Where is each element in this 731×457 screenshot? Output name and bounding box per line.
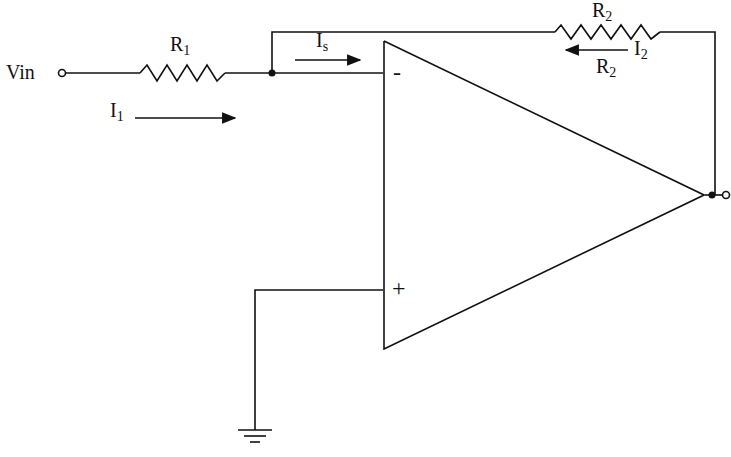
wire bbox=[660, 32, 715, 195]
junction-dot bbox=[709, 192, 716, 199]
current-arrow bbox=[135, 117, 235, 119]
component-label: R2 bbox=[592, 0, 612, 24]
resistor-symbol bbox=[555, 25, 660, 39]
component-label: R2 bbox=[596, 56, 616, 80]
ground-symbol bbox=[244, 435, 266, 437]
resistor-symbol bbox=[140, 65, 225, 81]
component-label: I2 bbox=[634, 38, 648, 62]
component-label: Vin bbox=[6, 62, 35, 82]
wire bbox=[66, 72, 141, 74]
ground-symbol bbox=[250, 441, 260, 443]
component-label: I1 bbox=[110, 100, 124, 124]
component-label: Is bbox=[316, 30, 328, 54]
ground-symbol bbox=[238, 429, 272, 431]
current-arrow bbox=[295, 59, 360, 61]
op-amp-triangle bbox=[383, 40, 705, 350]
input-sign: + bbox=[392, 276, 406, 300]
op-amp: -+ bbox=[383, 40, 705, 350]
wire bbox=[225, 72, 383, 74]
wire bbox=[255, 290, 383, 430]
output-terminal bbox=[723, 192, 730, 199]
current-arrow bbox=[566, 49, 628, 51]
op-amp-outline bbox=[384, 41, 704, 349]
component-label: R1 bbox=[170, 34, 190, 58]
input-sign: - bbox=[393, 60, 401, 84]
junction-dot bbox=[269, 70, 276, 77]
input-terminal bbox=[59, 70, 66, 77]
